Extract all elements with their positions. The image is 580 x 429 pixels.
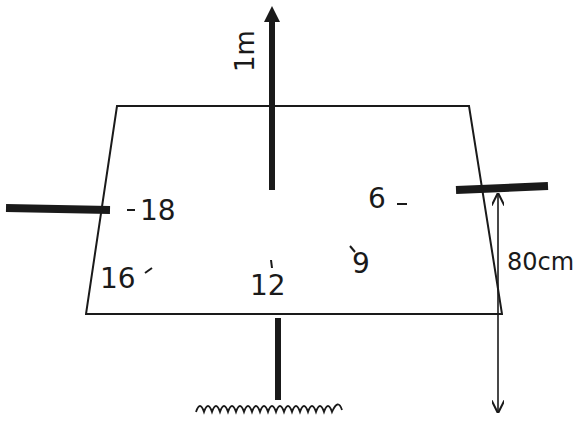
post [275,318,281,400]
hour-tick [145,268,152,273]
rod-length: 1m [232,30,258,72]
hour-tick [397,203,407,205]
trapezoid-outline [86,106,502,314]
rod-arrowhead [264,6,280,22]
hour-number: 16 [100,265,136,293]
height-dimension: 80cm [507,250,574,274]
hour-number: 18 [140,197,176,225]
hour-tick [127,209,135,211]
dial-plate: 18 6 16 9 12 [85,105,503,315]
grass [196,404,342,412]
right-bar [456,186,548,190]
hour-number: 12 [250,272,286,300]
hour-number: 9 [352,250,370,278]
rod [269,16,275,190]
dimension-line [497,194,499,412]
hour-number: 6 [368,185,386,213]
hour-tick [271,260,272,268]
left-bar [6,208,110,210]
